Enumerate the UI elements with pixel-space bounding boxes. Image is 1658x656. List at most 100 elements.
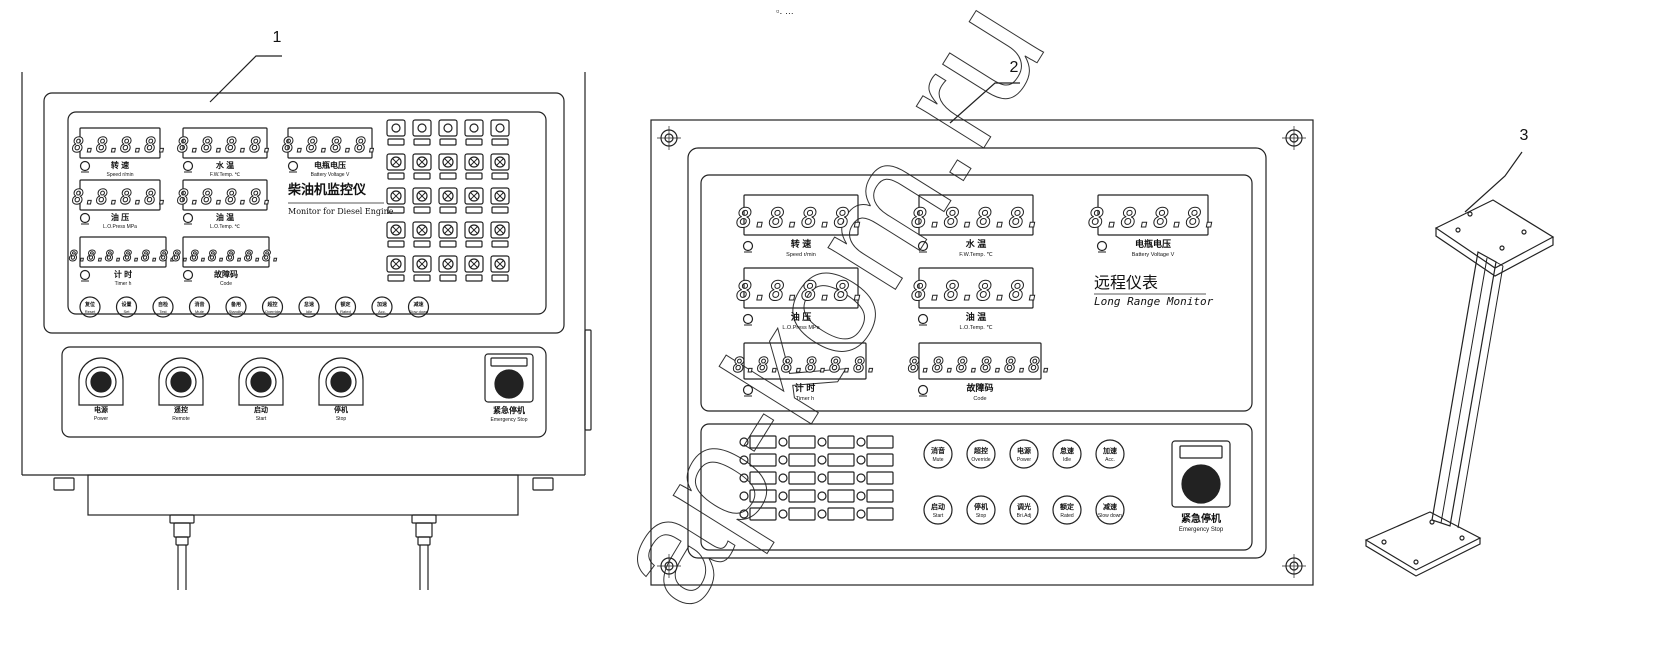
p1-indicator-4-0-tag	[387, 274, 405, 282]
p2-mount-hole-2	[657, 554, 681, 578]
bracket-top-plate	[1434, 199, 1555, 269]
p1-indicator-0-4-tag	[491, 138, 509, 146]
bracket-base-hole-0	[1381, 539, 1387, 545]
p1-switch-3-knob-outer	[325, 366, 357, 398]
p1-button-2-label-cn: 自检	[158, 301, 168, 308]
p1-indicator-symbol	[417, 123, 427, 133]
p1-indicator-2-0	[386, 187, 406, 214]
p2-button-top-3-ring	[1052, 439, 1082, 469]
p2-control-area	[700, 423, 1253, 551]
p1-indicator-x-b	[418, 158, 426, 166]
p2-display-4-icon-shape	[917, 313, 929, 325]
p2-display-2-icon	[1096, 240, 1108, 253]
p2-display-1-icon-shape	[917, 240, 929, 252]
p2-button-top-1-label-en: Override	[971, 457, 990, 463]
p1-switch-3-knob	[330, 371, 352, 393]
p1-indicator-3-1-tag	[413, 240, 431, 248]
p2-status-lamp-0-2-tag	[827, 435, 855, 449]
p1-indicator-x-b	[418, 260, 426, 268]
p1-indicator-4-3	[464, 255, 484, 282]
p1-button-3-label-cn: 消音	[194, 301, 204, 308]
p2-button-top-2-label-en: Power	[1017, 457, 1032, 463]
p1-indicator-3-4	[490, 221, 510, 248]
p1-display-5-frame	[79, 236, 167, 268]
p1-button-3-ring	[188, 296, 211, 318]
p2-status-lamp-1-2-tag	[827, 453, 855, 467]
p1-indicator-x-b	[470, 226, 478, 234]
p2-mount-hole-1	[1282, 126, 1306, 150]
p1-switch-0-housing	[78, 357, 124, 406]
p1-display-2-label-en: Battery Voltage V	[311, 172, 350, 178]
p2-status-lamp-1-3	[856, 453, 894, 467]
p1-indicator-3-3	[464, 221, 484, 248]
p2-display-2-label-cn: 电瓶电压	[1135, 238, 1171, 249]
gland-tip-left	[175, 536, 189, 546]
p1-indicator-0-1-tag	[413, 138, 431, 146]
p1-button-5-label-en: Override	[265, 309, 281, 314]
callouts: 123	[209, 29, 1529, 213]
p2-button-bottom-0-label-en: Start	[933, 513, 944, 519]
p2-status-lamp-2-2-led	[817, 473, 827, 483]
p1-switch-2-label-en: Start	[256, 416, 267, 422]
p2-status-lamp-0-3-led	[856, 437, 866, 447]
p2-display-5-label-en: Timer h	[796, 396, 814, 402]
p1-indicator-symbol	[443, 123, 453, 133]
p1-display-1-frame	[182, 127, 268, 159]
p1-indicator-3-4-lamp	[490, 221, 510, 239]
p2-button-bottom-0-ring	[923, 495, 953, 525]
p1-indicator-0-3-lamp	[464, 119, 484, 137]
p1-switch-1-knob	[170, 371, 192, 393]
p1-button-8-label-en: Acc.	[378, 309, 386, 314]
bracket-post	[1431, 251, 1497, 527]
p2-button-top-1-ring	[966, 439, 996, 469]
p2-estop-label-cn: 紧急停机	[1181, 512, 1221, 525]
p1-indicator-1-0-tag	[387, 172, 405, 180]
p1-indicator-x-ring	[468, 190, 480, 202]
p1-indicator-3-1	[412, 221, 432, 248]
p2-status-lamp-1-1-led	[778, 455, 788, 465]
p1-indicator-x-b	[496, 158, 504, 166]
p1-indicator-2-4-tag	[491, 206, 509, 214]
p2-display-5-frame	[743, 342, 867, 380]
p1-indicator-1-0-lamp	[386, 153, 406, 171]
p1-indicator-x-b	[470, 158, 478, 166]
p1-indicator-2-4-lamp	[490, 187, 510, 205]
p2-status-lamp-1-3-led	[856, 455, 866, 465]
p1-switch-1-label-en: Remote	[172, 416, 190, 422]
p1-indicator-3-2	[438, 221, 458, 248]
p2-status-lamp-0-1	[778, 435, 816, 449]
bracket-base-plate	[1364, 511, 1482, 571]
p2-status-lamp-4-1-led	[778, 509, 788, 519]
p1-indicator-x-b	[496, 192, 504, 200]
p1-indicator-1-3-lamp	[464, 153, 484, 171]
p1-display-3-label-en: L.O.Press MPa	[103, 224, 137, 230]
p2-status-lamp-2-1-led	[778, 473, 788, 483]
p2-status-lamp-3-0-led	[739, 491, 749, 501]
